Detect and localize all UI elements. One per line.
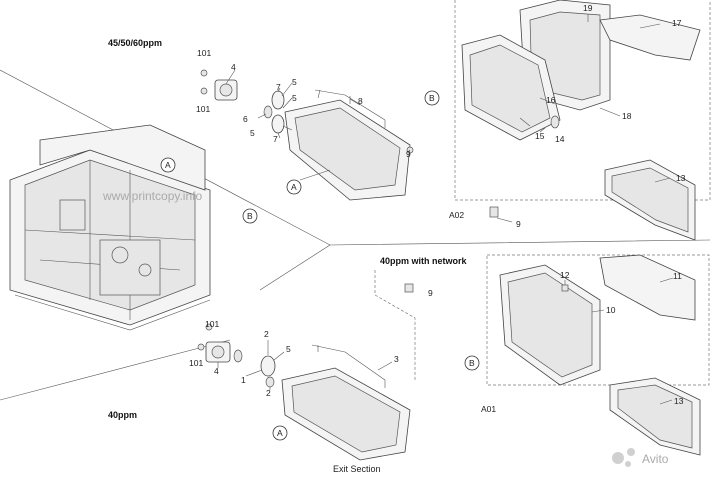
callout-a-bottom bbox=[272, 425, 288, 441]
part-2-bottom-b: 2 bbox=[266, 388, 271, 398]
part-9-a02: 9 bbox=[516, 219, 521, 229]
part-12: 12 bbox=[560, 270, 570, 280]
part-13-bottom: 13 bbox=[674, 396, 684, 406]
lower-drive-group bbox=[197, 323, 411, 461]
a01-label: A01 bbox=[481, 404, 496, 414]
part-1: 1 bbox=[241, 375, 246, 385]
avito-watermark: Avito bbox=[612, 448, 669, 467]
upper-drive-group bbox=[200, 69, 414, 201]
part-9-network: 9 bbox=[428, 288, 433, 298]
watermark-site: www.printcopy.info bbox=[102, 189, 202, 203]
part-101-top-a: 101 bbox=[197, 48, 211, 58]
callout-b-a01 bbox=[464, 355, 480, 371]
callout-b-a02 bbox=[424, 90, 440, 106]
part-19: 19 bbox=[583, 3, 593, 13]
part-11: 11 bbox=[673, 271, 682, 281]
part-101-bottom-a: 101 bbox=[205, 319, 219, 329]
section-dividers bbox=[0, 69, 711, 401]
part-4-bottom: 4 bbox=[214, 366, 219, 376]
part-9-top: 9 bbox=[406, 149, 411, 159]
watermark-brand: Avito bbox=[642, 452, 669, 466]
title-40ppm-network: 40ppm with network bbox=[380, 256, 468, 266]
callout-b-a01-label: B bbox=[469, 358, 475, 368]
callout-a-frame bbox=[160, 157, 176, 173]
part-5-top-b: 5 bbox=[292, 93, 297, 103]
part-2-bottom-a: 2 bbox=[264, 329, 269, 339]
part-101-top-b: 101 bbox=[196, 104, 210, 114]
a01-assembly bbox=[499, 254, 701, 456]
part-5-bottom: 5 bbox=[286, 344, 291, 354]
part-8: 8 bbox=[358, 96, 363, 106]
part-6-top: 6 bbox=[243, 114, 248, 124]
part-5-top-a: 5 bbox=[292, 77, 297, 87]
part-7-top-b: 7 bbox=[273, 134, 278, 144]
part-15: 15 bbox=[535, 131, 545, 141]
callout-a-bottom-label: A bbox=[277, 428, 283, 438]
part-4-top: 4 bbox=[231, 62, 236, 72]
part-18: 18 bbox=[622, 111, 632, 121]
part-9-network-shape bbox=[404, 283, 414, 293]
part-13-top: 13 bbox=[676, 173, 686, 183]
callout-a-top bbox=[286, 179, 302, 195]
part-7-top-a: 7 bbox=[276, 82, 281, 92]
part-14: 14 bbox=[555, 134, 565, 144]
part-3: 3 bbox=[394, 354, 399, 364]
dashed-boxes bbox=[374, 0, 711, 386]
title-45-50-60ppm: 45/50/60ppm bbox=[108, 38, 162, 48]
part-5-top-c: 5 bbox=[250, 128, 255, 138]
part-16: 16 bbox=[546, 95, 556, 105]
part-10: 10 bbox=[606, 305, 616, 315]
callout-a-frame-label: A bbox=[165, 160, 171, 170]
title-40ppm: 40ppm bbox=[108, 410, 137, 420]
part-17: 17 bbox=[672, 18, 682, 28]
callout-b-frame-label: B bbox=[247, 211, 253, 221]
a02-assembly bbox=[461, 0, 701, 241]
a02-label: A02 bbox=[449, 210, 464, 220]
callout-b-frame bbox=[242, 208, 258, 224]
printer-frame bbox=[9, 124, 211, 331]
caption-exit-section: Exit Section bbox=[333, 464, 381, 474]
callout-a-top-label: A bbox=[291, 182, 297, 192]
part-101-bottom-b: 101 bbox=[189, 358, 203, 368]
callout-b-a02-label: B bbox=[429, 93, 435, 103]
